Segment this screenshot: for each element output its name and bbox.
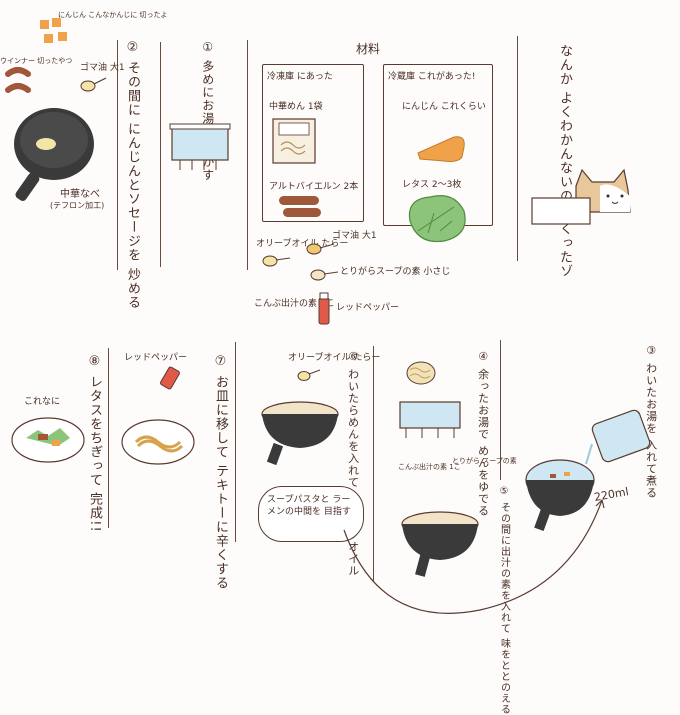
sesame-oil-note: ゴマ油 大1: [80, 63, 125, 73]
carrot-label: にんじん これくらい: [402, 102, 486, 112]
sausage-slices-icon: [5, 67, 31, 93]
olive-oil-label: オリーブオイル たらー: [256, 239, 349, 249]
noodle-pot-icon: [399, 401, 461, 438]
chicken-soup-spoon-icon: [310, 269, 339, 281]
divider: [500, 340, 502, 480]
soup-pot-icon: [401, 511, 479, 577]
kore-note: これなに: [24, 397, 61, 407]
carrot-note: にんじん こんなかんじに 切ったよ: [58, 11, 168, 19]
noodle-bundle-icon: [406, 361, 436, 385]
divider: [117, 40, 119, 270]
divider: [247, 40, 249, 270]
step-7-text: ⑦ お皿に移して テキトーに辛くする: [212, 354, 228, 591]
lettuce-label: レタス 2〜3枚: [402, 180, 462, 190]
cat-illustration: [531, 168, 631, 225]
boiling-pot-icon: [169, 123, 231, 170]
sausage-icon: [279, 196, 321, 217]
noodle-label: 中華めん 1袋: [269, 102, 323, 112]
pepper-bottle-icon: [160, 366, 180, 390]
divider: [517, 36, 519, 261]
step-4-text: ④ 余ったお湯で めんをゆでる: [476, 350, 490, 517]
fridge-box: 冷蔵庫 これがあった! にんじん これくらい レタス 2〜3枚: [383, 64, 493, 243]
divider: [235, 342, 237, 542]
dashi-note: こんぶ出汁の素 1こ: [398, 463, 461, 471]
fridge-label: 冷蔵庫 これがあった!: [388, 72, 476, 82]
noodle-package-icon: [272, 118, 316, 164]
pan-label: 中華なべ: [60, 189, 100, 200]
pot-with-noodles-icon: [261, 401, 339, 466]
tori-note: とりがら スープの素: [452, 457, 517, 465]
chicken-soup-label: とりがらスープの素 小さじ: [340, 267, 451, 277]
spoon-icon: [80, 77, 107, 92]
freezer-label: 冷凍庫 にあった: [267, 72, 333, 82]
olive-spoon-2-icon: [297, 369, 321, 381]
speech-text: スープパスタと ラーメンの中間を 目指す: [267, 495, 351, 517]
sesame-label: ゴマ油 大1: [332, 231, 377, 241]
pepper-label: レッドペッパー: [124, 353, 188, 363]
recipe-sheet: 材料 冷凍庫 にあった 中華めん 1袋 アルトバイエルン 2本 冷蔵庫 これがあ…: [0, 11, 658, 715]
pouring-kettle-icon: [585, 409, 651, 465]
cat-caption: なんか よくわかんないの つくったゾ: [556, 44, 572, 279]
pan-sub-label: (テフロン加工): [50, 201, 105, 210]
red-pepper-label: レッドペッパー: [336, 303, 400, 313]
step-5-text: ⑤ その間に出汁の素を入れて 味をととのえる: [498, 486, 510, 715]
olive-oil-note: オリーブオイル たらー: [288, 353, 381, 363]
red-pepper-bottle-icon: [318, 292, 330, 325]
page-title: 材料: [356, 42, 381, 56]
divider: [160, 42, 162, 267]
step-2-text: ② その間に にんじんとソセージを 炒める: [124, 40, 140, 310]
wok-icon: [14, 108, 94, 201]
freezer-box: 冷凍庫 にあった 中華めん 1袋 アルトバイエルン 2本: [262, 64, 364, 222]
olive-spoon-icon: [262, 255, 291, 267]
sausage-note: ウインナー 切ったやつ: [0, 57, 73, 65]
kombu-label: こんぶ出汁の素 1こ: [254, 299, 335, 309]
plated-noodles-icon: [121, 419, 195, 465]
finished-plate-icon: [11, 417, 85, 463]
carrot-cubes-icon: [40, 18, 67, 43]
divider: [373, 346, 375, 581]
lettuce-icon: [408, 195, 466, 243]
wok-with-water-icon: [525, 459, 595, 531]
flow-arrow: [343, 499, 605, 614]
sesame-spoon-icon: [306, 243, 335, 255]
divider: [108, 348, 110, 528]
step-8-text: ⑧ レタスをちぎって 完成!!: [86, 354, 102, 533]
step-3-text: ③ わいたお湯を 入れて煮る: [644, 344, 658, 499]
speech-bubble: スープパスタと ラーメンの中間を 目指す: [258, 486, 364, 542]
carrot-icon: [417, 136, 465, 162]
sausage-label: アルトバイエルン 2本: [269, 182, 359, 192]
